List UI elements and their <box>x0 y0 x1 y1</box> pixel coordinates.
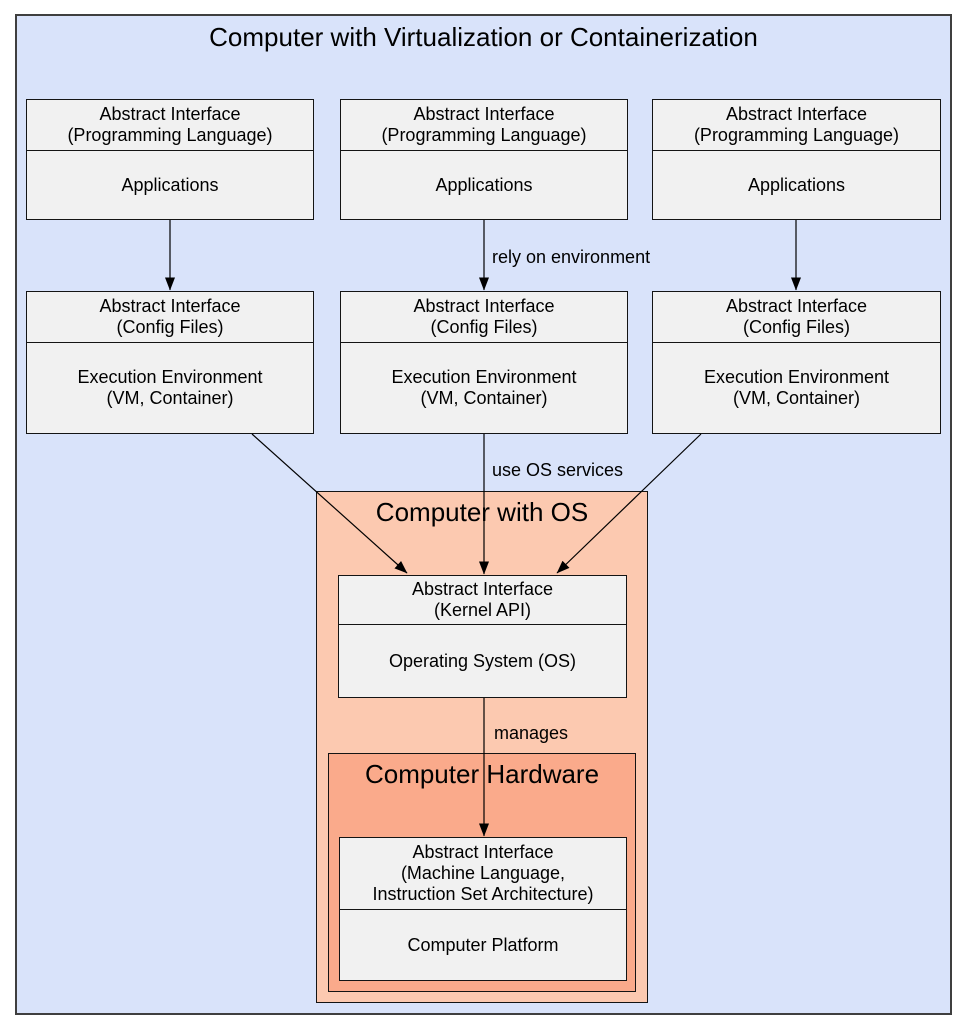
interface-programming-language-1: Abstract Interface (Programming Language… <box>27 100 313 151</box>
interface-line: Instruction Set Architecture) <box>372 884 594 904</box>
interface-line: (Kernel API) <box>433 600 532 620</box>
interface-line: (Machine Language, <box>400 863 566 883</box>
cluster-computer-with-os-title: Computer with OS <box>375 497 589 527</box>
interface-line: (Config Files) <box>116 317 224 337</box>
interface-line: (Config Files) <box>742 317 851 337</box>
interface-line: Abstract Interface <box>413 104 555 124</box>
node-label: Applications <box>121 174 219 195</box>
applications-label-2: Applications <box>341 151 627 219</box>
node-label: Applications <box>747 174 846 195</box>
edge-label-rely-on-environment: rely on environment <box>492 247 651 267</box>
node-label: (VM, Container) <box>106 388 234 408</box>
node-execution-environment-3: Abstract Interface (Config Files) Execut… <box>652 291 941 434</box>
node-execution-environment-1: Abstract Interface (Config Files) Execut… <box>26 291 314 434</box>
execution-environment-label-1: Execution Environment (VM, Container) <box>27 343 313 433</box>
node-operating-system: Abstract Interface (Kernel API) Operatin… <box>338 575 627 698</box>
interface-line: (Programming Language) <box>381 125 587 145</box>
node-label: Computer Platform <box>407 934 559 955</box>
node-applications-1: Abstract Interface (Programming Language… <box>26 99 314 220</box>
interface-kernel-api: Abstract Interface (Kernel API) <box>339 576 626 625</box>
node-label: Execution Environment <box>77 367 263 387</box>
interface-line: (Config Files) <box>430 317 538 337</box>
interface-line: Abstract Interface <box>413 296 555 316</box>
interface-line: Abstract Interface <box>725 104 868 124</box>
execution-environment-label-2: Execution Environment (VM, Container) <box>341 343 627 433</box>
interface-programming-language-3: Abstract Interface (Programming Language… <box>653 100 940 151</box>
edge-label-manages: manages <box>494 723 569 743</box>
computer-platform-label: Computer Platform <box>340 910 626 980</box>
node-execution-environment-2: Abstract Interface (Config Files) Execut… <box>340 291 628 434</box>
interface-programming-language-2: Abstract Interface (Programming Language… <box>341 100 627 151</box>
interface-config-files-2: Abstract Interface (Config Files) <box>341 292 627 343</box>
interface-line: Abstract Interface <box>99 296 241 316</box>
interface-line: Abstract Interface <box>99 104 241 124</box>
node-label: (VM, Container) <box>420 388 548 408</box>
interface-line: (Programming Language) <box>67 125 273 145</box>
node-label: Execution Environment <box>391 367 577 387</box>
interface-line: Abstract Interface <box>411 579 554 599</box>
node-label: Execution Environment <box>703 367 890 387</box>
node-label: (VM, Container) <box>732 388 861 408</box>
interface-config-files-3: Abstract Interface (Config Files) <box>653 292 940 343</box>
interface-line: Abstract Interface <box>725 296 868 316</box>
applications-label-3: Applications <box>653 151 940 219</box>
interface-config-files-1: Abstract Interface (Config Files) <box>27 292 313 343</box>
applications-label-1: Applications <box>27 151 313 219</box>
interface-line: Abstract Interface <box>412 842 554 862</box>
interface-machine-language: Abstract Interface (Machine Language, In… <box>340 838 626 910</box>
edge-label-use-os-services: use OS services <box>492 460 624 480</box>
execution-environment-label-3: Execution Environment (VM, Container) <box>653 343 940 433</box>
node-computer-platform: Abstract Interface (Machine Language, In… <box>339 837 627 981</box>
node-label: Operating System (OS) <box>388 650 577 671</box>
operating-system-label: Operating System (OS) <box>339 625 626 697</box>
cluster-computer-hardware-title: Computer Hardware <box>364 759 600 789</box>
node-label: Applications <box>435 174 533 195</box>
interface-line: (Programming Language) <box>693 125 900 145</box>
node-applications-2: Abstract Interface (Programming Language… <box>340 99 628 220</box>
diagram-title: Computer with Virtualization or Containe… <box>209 22 758 52</box>
node-applications-3: Abstract Interface (Programming Language… <box>652 99 941 220</box>
